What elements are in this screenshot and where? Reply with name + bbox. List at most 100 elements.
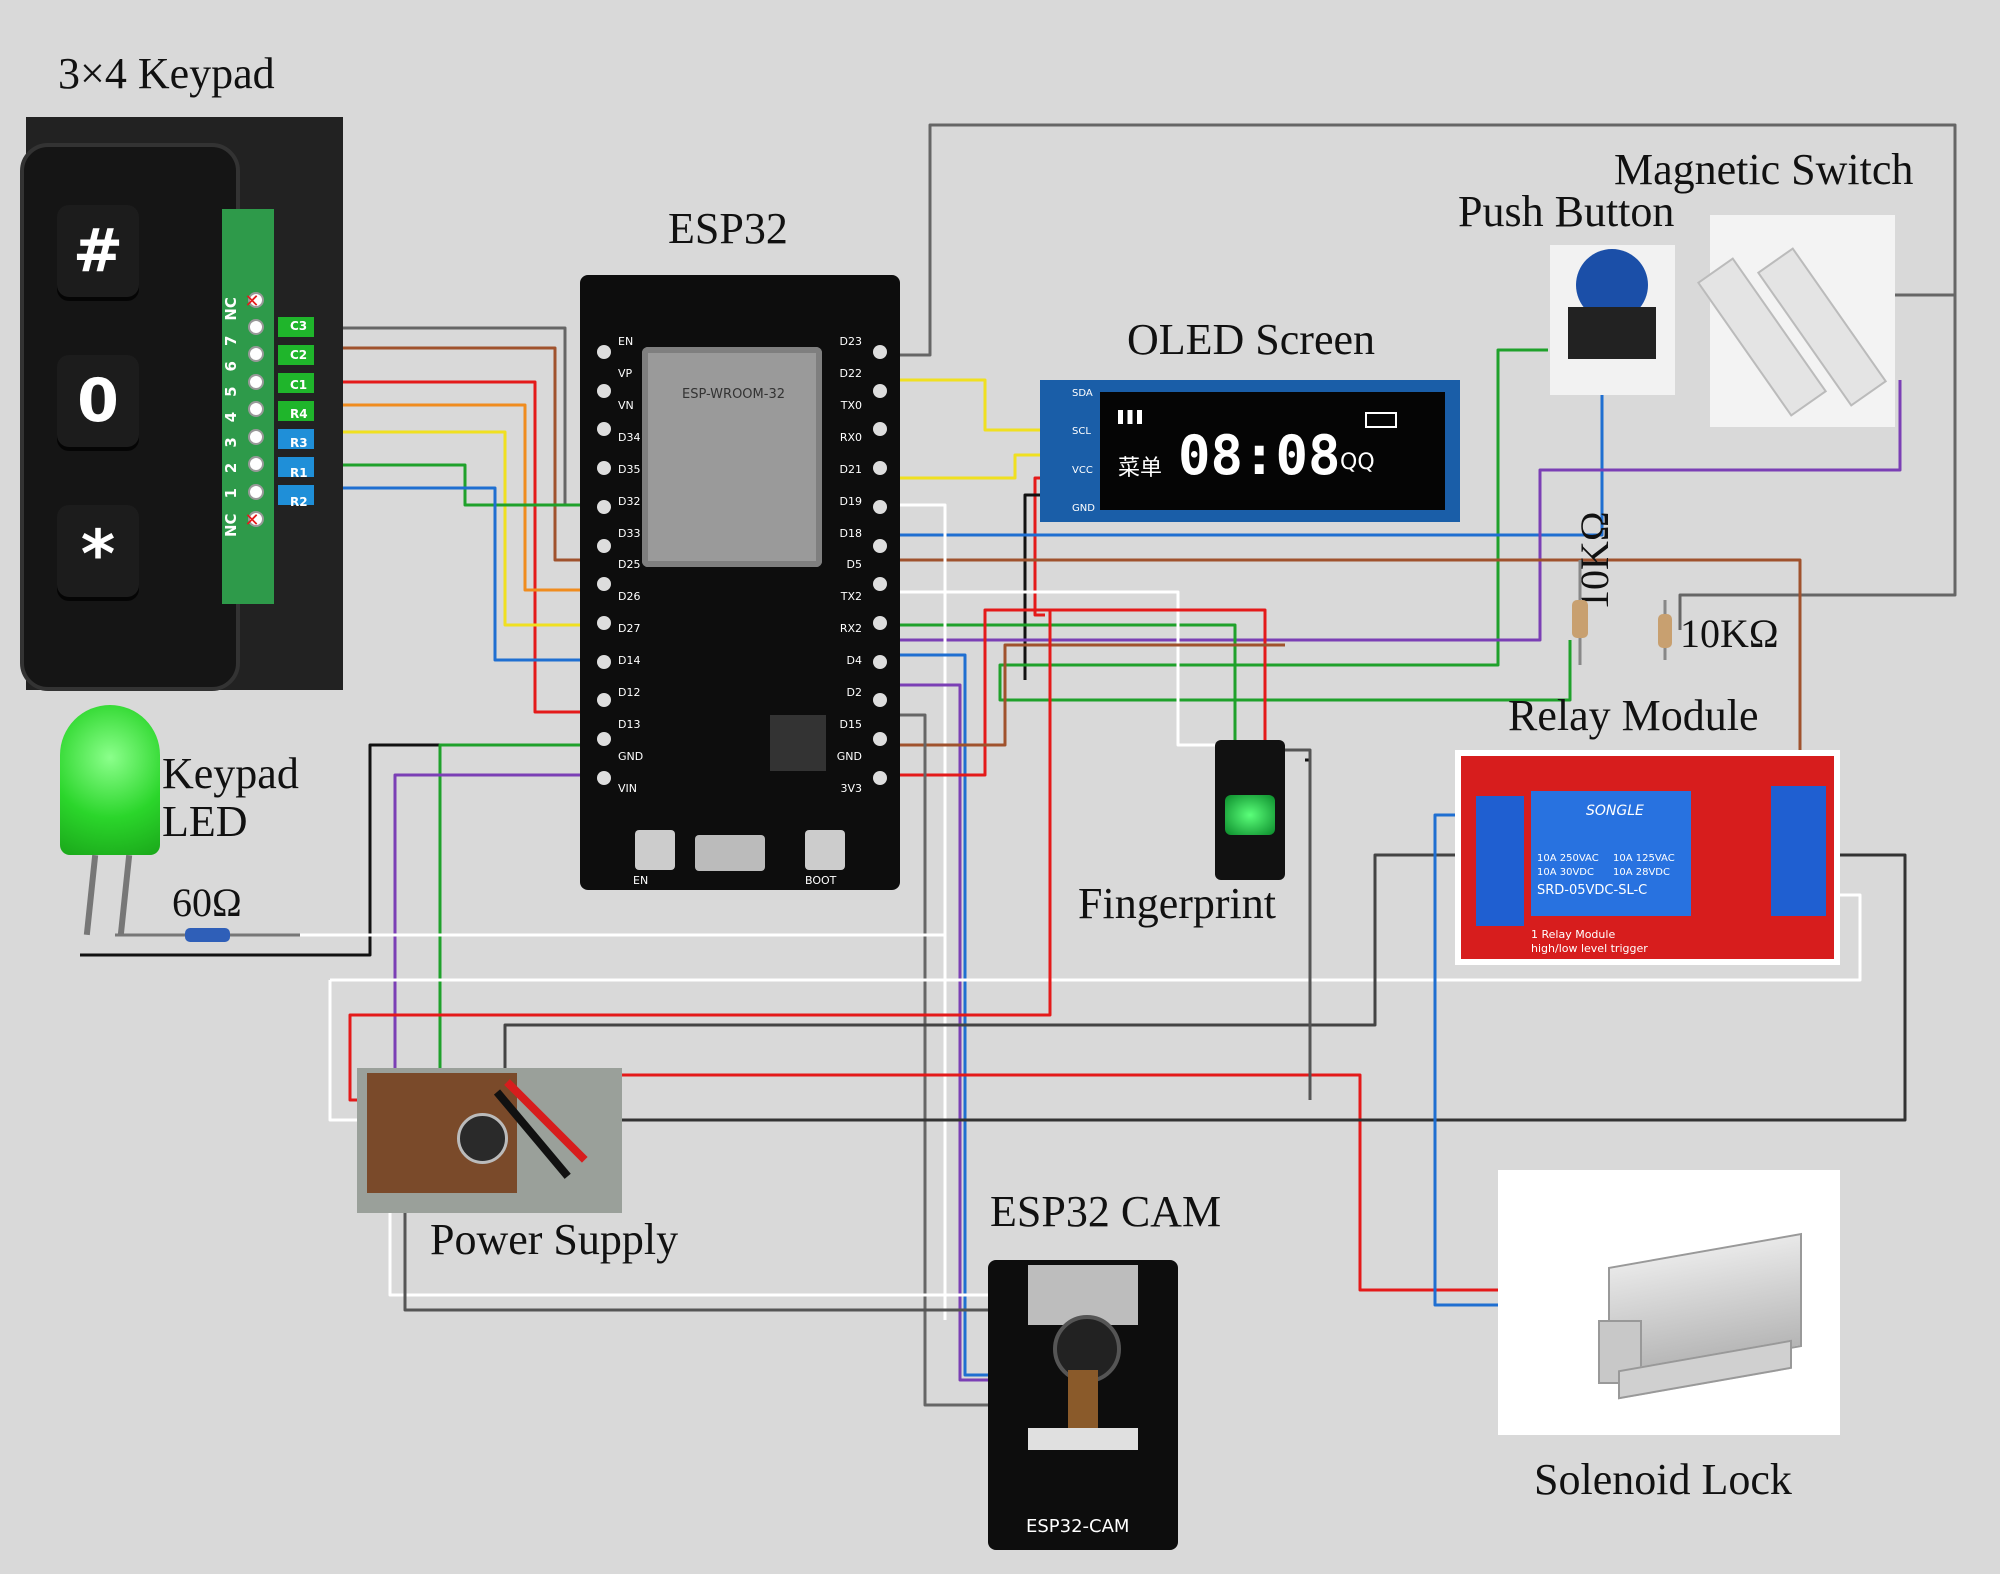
esp32-pin-label: VIN xyxy=(618,781,637,795)
keypad-pin-tag: R2 xyxy=(290,494,308,509)
keypad-pin-tag: C2 xyxy=(290,348,308,363)
push-button[interactable] xyxy=(1550,245,1675,395)
wire-oled-scl xyxy=(885,453,1055,480)
esp32-pin xyxy=(597,770,611,785)
wire-green-bus xyxy=(885,623,1237,745)
wire-fp-gray xyxy=(1285,748,1312,1100)
esp32-pin-label: D13 xyxy=(618,718,641,732)
esp32-en-button[interactable]: EN xyxy=(633,830,675,887)
esp32-pin xyxy=(597,538,611,553)
wire-keypad-c1 xyxy=(310,380,597,714)
esp32-pin-label: D26 xyxy=(618,590,641,604)
esp32-pin xyxy=(597,383,611,398)
oled-display: 菜单 08:08 QQ xyxy=(1100,392,1445,510)
esp32-pin-label: D25 xyxy=(618,558,641,572)
wire-magnet-signal xyxy=(885,123,1957,630)
key-star[interactable]: * xyxy=(57,505,139,597)
keypad-pin-label: 6 xyxy=(222,361,240,372)
led-leg-1 xyxy=(83,854,99,936)
keypad-pin-label: NC xyxy=(222,297,240,321)
keypad-led-label-2: LED xyxy=(162,797,248,846)
esp32-module: ESP-WROOM-32 xyxy=(642,347,822,567)
magnetic-switch xyxy=(1696,215,1895,427)
key-hash[interactable]: # xyxy=(57,205,139,297)
oled-pin-label: SDA xyxy=(1072,388,1093,399)
keypad-pin-label: 2 xyxy=(222,462,240,474)
oled-label: OLED Screen xyxy=(1127,315,1376,364)
esp32-pin-label: D22 xyxy=(839,366,862,380)
oled-pin-label: SCL xyxy=(1072,426,1091,438)
esp32-left-pins xyxy=(592,345,616,785)
esp32-pin-label: D35 xyxy=(618,462,641,476)
svg-text:✕: ✕ xyxy=(244,291,259,312)
esp32-pin-label: D2 xyxy=(846,686,862,700)
solenoid-lock xyxy=(1498,1170,1840,1435)
esp32-pin-label: VN xyxy=(618,398,634,412)
esp32-pin xyxy=(597,616,611,631)
wire-gray-loop xyxy=(503,853,1455,1075)
esp32-pin xyxy=(873,770,887,785)
esp32-pin-label: D15 xyxy=(839,718,862,732)
wire-cam-gray xyxy=(885,713,995,1407)
wire-keypad-r4 xyxy=(310,403,597,592)
esp32-pin-label: D5 xyxy=(846,558,862,572)
esp32-left-pin-labels: EN VP VN D34 D35 D32 D33 D25 D26 D27 D14… xyxy=(618,335,644,795)
esp32-pin-label: EN xyxy=(618,335,634,348)
esp32-cam-name: ESP32-CAM xyxy=(1026,1516,1130,1537)
magnetic-switch-label: Magnetic Switch xyxy=(1614,145,1914,194)
fingerprint-sensor[interactable] xyxy=(1215,740,1285,880)
wire-psu-green xyxy=(438,743,597,1070)
wire-keypad-r3 xyxy=(310,430,597,627)
relay-module: SONGLE 10A 250VAC 10A 125VAC 10A 30VDC 1… xyxy=(1455,750,1840,965)
esp32-pin-label: VP xyxy=(618,366,633,380)
esp32-label: ESP32 xyxy=(668,204,788,253)
esp32-pin-label: D21 xyxy=(839,462,862,476)
esp32-pin-label: D34 xyxy=(618,430,641,444)
esp32-pin-label: TX0 xyxy=(840,398,862,412)
relay-model: SRD-05VDC-SL-C xyxy=(1537,883,1648,898)
power-supply-label: Power Supply xyxy=(430,1215,679,1264)
keypad-pin-label: 5 xyxy=(222,386,240,397)
esp32-cam-label: ESP32 CAM xyxy=(990,1187,1222,1236)
relay-rating-3: 10A 30VDC xyxy=(1537,867,1594,878)
esp32-pin xyxy=(873,499,887,514)
keypad-pin-tag: R4 xyxy=(290,406,308,421)
keypad-pin-labels: NC 1 2 3 4 5 6 7 NC xyxy=(222,297,242,537)
oled-pin-label: VCC xyxy=(1072,464,1093,476)
fingerprint-window xyxy=(1225,795,1275,835)
esp32-pin xyxy=(597,499,611,514)
esp32-pin xyxy=(873,732,887,747)
esp32-pin-label: RX2 xyxy=(839,622,862,636)
wire-psu-red xyxy=(505,1073,1530,1292)
esp32-boot-button[interactable]: BOOT xyxy=(805,830,845,887)
keypad-pin-label: 3 xyxy=(222,437,240,448)
esp32-pin xyxy=(597,654,611,669)
esp32-pin-label: GND xyxy=(618,749,644,763)
resistor-60-label: 60Ω xyxy=(172,880,242,925)
esp32-en-label: EN xyxy=(633,874,649,887)
oled-battery-icon xyxy=(1365,412,1397,428)
keypad-led-label-1: Keypad xyxy=(162,749,299,798)
esp32-pin-label: D4 xyxy=(846,654,862,668)
esp32-cam-connector xyxy=(1028,1428,1138,1450)
relay-terminal-right xyxy=(1771,786,1826,916)
keypad-label: 3×4 Keypad xyxy=(58,49,275,98)
key-0[interactable]: 0 xyxy=(57,355,139,447)
push-button-label: Push Button xyxy=(1458,187,1675,236)
esp32-pin-label: GND xyxy=(836,749,862,763)
oled-time: 08:08 xyxy=(1178,424,1341,487)
push-button-body xyxy=(1568,307,1656,359)
wire-green-bus-2 xyxy=(998,640,1572,702)
relay-component: SONGLE 10A 250VAC 10A 125VAC 10A 30VDC 1… xyxy=(1531,791,1691,916)
esp32-pin-label: D18 xyxy=(839,526,862,540)
relay-label: Relay Module xyxy=(1508,691,1759,740)
esp32-pin xyxy=(597,693,611,708)
wire-cam-purple xyxy=(885,683,995,1382)
relay-rating-4: 10A 28VDC xyxy=(1613,867,1670,878)
esp32-usb-port xyxy=(695,835,765,871)
keypad-pin-tags: C3 C2 C1 R4 R3 R1 R2 xyxy=(290,319,316,509)
esp32-right-pin-labels: D23 D22 TX0 RX0 D21 D19 D18 D5 TX2 RX2 D… xyxy=(830,335,862,795)
esp32-pin-label: D23 xyxy=(839,335,862,348)
keypad-led xyxy=(60,705,160,945)
